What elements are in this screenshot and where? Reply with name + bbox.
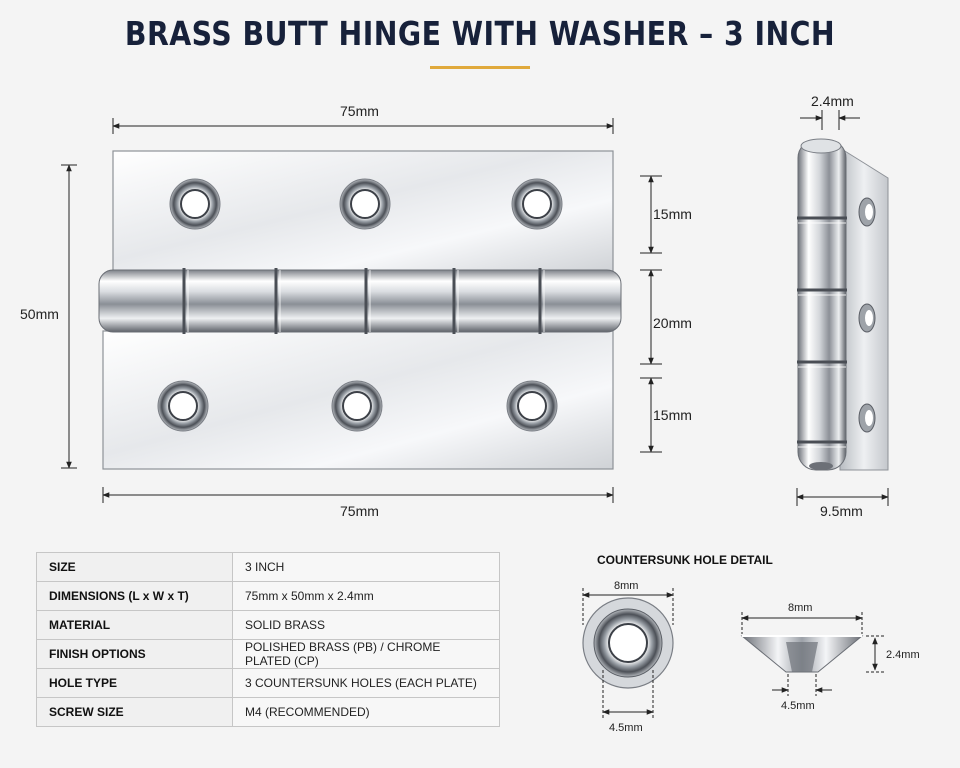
side-dimension-lines <box>796 110 889 506</box>
table-row: HOLE TYPE 3 COUNTERSUNK HOLES (EACH PLAT… <box>36 668 500 698</box>
countersunk-top-view <box>582 597 674 689</box>
countersunk-top-dims <box>582 588 674 718</box>
hinge-side-view <box>797 138 889 471</box>
dim-top-width: 75mm <box>340 103 379 119</box>
spec-value: POLISHED BRASS (PB) / CHROME PLATED (CP) <box>232 639 500 669</box>
spec-label: SCREW SIZE <box>36 697 233 727</box>
spec-value: M4 (RECOMMENDED) <box>232 697 500 727</box>
spec-table: SIZE 3 INCH DIMENSIONS (L x W x T) 75mm … <box>36 552 500 727</box>
spec-label: SIZE <box>36 552 233 582</box>
countersunk-detail-title: COUNTERSUNK HOLE DETAIL <box>597 553 773 567</box>
spec-label: FINISH OPTIONS <box>36 639 233 669</box>
countersunk-hole-icon <box>157 178 563 432</box>
spec-value: 3 COUNTERSUNK HOLES (EACH PLATE) <box>232 668 500 698</box>
front-dimension-lines <box>61 118 662 503</box>
spec-value: 75mm x 50mm x 2.4mm <box>232 581 500 611</box>
dim-bottom-width: 75mm <box>340 503 379 519</box>
countersunk-section-dims <box>741 612 884 696</box>
title-underline <box>430 66 530 69</box>
dim-segment-top: 15mm <box>653 206 692 222</box>
dim-height: 50mm <box>20 306 59 322</box>
table-row: DIMENSIONS (L x W x T) 75mm x 50mm x 2.4… <box>36 581 500 611</box>
spec-value: 3 INCH <box>232 552 500 582</box>
dim-hole-top-inner: 4.5mm <box>609 722 643 734</box>
dim-section-outer: 8mm <box>788 602 813 614</box>
page-title: BRASS BUTT HINGE WITH WASHER – 3 INCH <box>124 14 836 53</box>
spec-label: MATERIAL <box>36 610 233 640</box>
hinge-front-view <box>98 150 622 470</box>
dim-depth: 9.5mm <box>820 503 863 519</box>
table-row: FINISH OPTIONS POLISHED BRASS (PB) / CHR… <box>36 639 500 669</box>
dim-segment-bottom: 15mm <box>653 407 692 423</box>
table-row: MATERIAL SOLID BRASS <box>36 610 500 640</box>
dim-thickness: 2.4mm <box>811 93 854 109</box>
countersunk-section-view <box>740 635 864 673</box>
table-row: SCREW SIZE M4 (RECOMMENDED) <box>36 697 500 727</box>
spec-label: HOLE TYPE <box>36 668 233 698</box>
dim-section-depth: 2.4mm <box>886 649 920 661</box>
dim-segment-middle: 20mm <box>653 315 692 331</box>
dim-section-inner: 4.5mm <box>781 700 815 712</box>
spec-value: SOLID BRASS <box>232 610 500 640</box>
dim-hole-top-outer: 8mm <box>614 580 639 592</box>
spec-label: DIMENSIONS (L x W x T) <box>36 581 233 611</box>
table-row: SIZE 3 INCH <box>36 552 500 582</box>
